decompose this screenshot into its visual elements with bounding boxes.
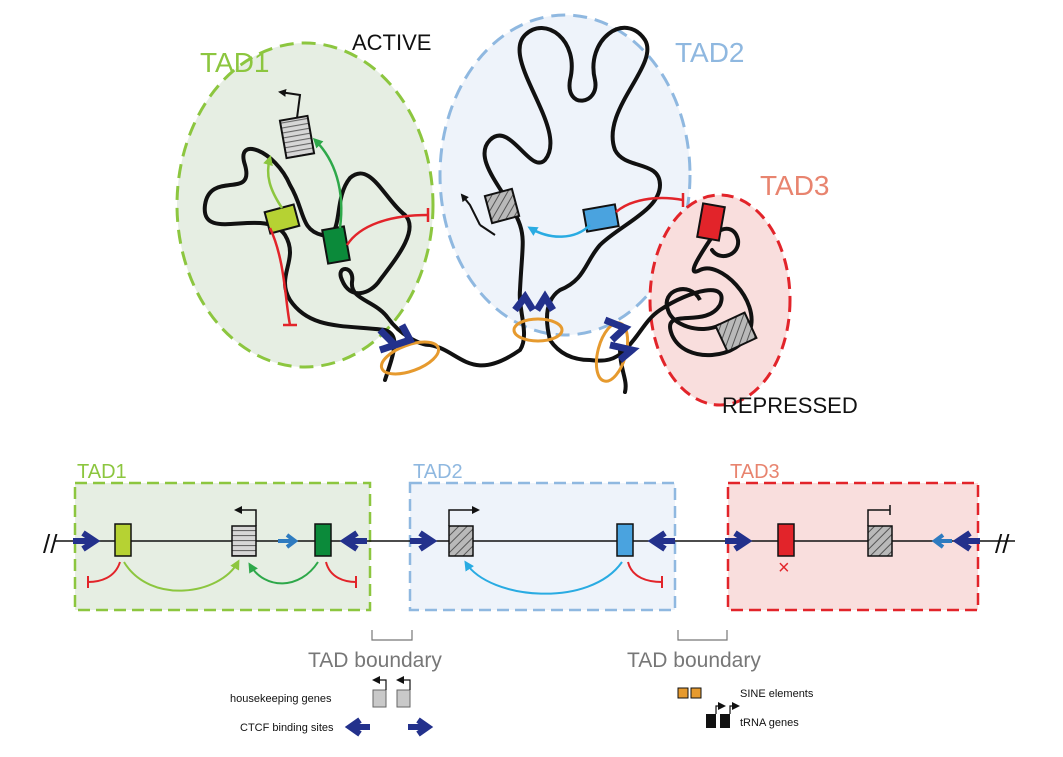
state-repressed-label: REPRESSED	[722, 393, 858, 418]
state-active-label: ACTIVE	[352, 30, 431, 55]
ctcf-right-3	[725, 530, 753, 552]
activation-arrow-lime-3d	[263, 155, 284, 209]
tad3-label-linear: TAD3	[730, 461, 780, 483]
break-symbol-left: //	[43, 529, 58, 559]
activate-arc-green	[248, 561, 319, 585]
enhancer-lime-linear	[114, 523, 132, 557]
tad3d-model: TAD1 ACTIVE TAD2 TAD3 REPRESSED	[175, 13, 858, 418]
legend-sine-label: SINE elements	[740, 688, 814, 700]
ctcf-right-1	[73, 530, 101, 552]
linear-map: TAD1 TAD2 TAD3 // //	[43, 461, 1015, 672]
legend-housekeeping-icon	[372, 676, 411, 708]
enhancer-red-linear	[777, 523, 795, 557]
loop-anchor-middle	[512, 290, 564, 343]
boundary-bracket-right	[677, 630, 728, 641]
break-symbol-right: //	[995, 529, 1010, 559]
tad3-label-3d: TAD3	[760, 170, 830, 201]
activate-arc-blue	[464, 560, 623, 595]
legend-trna-icon	[706, 702, 740, 728]
enhancer-green-3d	[321, 225, 351, 265]
tad2-label-linear: TAD2	[413, 461, 463, 483]
repress-arc-2	[325, 561, 357, 583]
legend-ctcf-label: CTCF binding sites	[240, 722, 334, 734]
boundary-label-left: TAD boundary	[308, 649, 442, 672]
ctcf-left-1	[339, 530, 367, 552]
enhancer-lime-3d	[263, 203, 301, 235]
housekeeping-gene-linear	[231, 506, 257, 557]
ctcf-right-2	[410, 530, 438, 552]
activation-arrow-blue-3d	[527, 224, 591, 238]
enhancer-blue-3d	[582, 203, 620, 233]
loop-anchor-left	[377, 323, 441, 376]
tad2-label-3d: TAD2	[675, 37, 745, 68]
repress-arc-1	[87, 561, 121, 583]
activation-arrow-green-3d	[312, 137, 343, 229]
tad1-domain-3d	[175, 41, 435, 369]
repression-mark: ×	[778, 557, 790, 579]
legend-trna-label: tRNA genes	[740, 717, 799, 729]
enhancer-blue-linear	[616, 523, 634, 557]
legend-sine-icon	[677, 687, 702, 699]
activate-arc-lime	[123, 559, 240, 592]
target-gene-tad2-3d	[460, 187, 521, 236]
repressed-gene-tad3-3d	[714, 311, 758, 353]
boundary-label-right: TAD boundary	[627, 649, 761, 672]
ctcf-left-3	[952, 530, 980, 552]
tad1-label-3d: TAD1	[200, 47, 270, 78]
repression-lines-3d	[268, 193, 685, 327]
tad1-label-linear: TAD1	[77, 461, 127, 483]
repress-arc-3	[627, 561, 663, 583]
ctcf-sites-linear	[73, 530, 980, 552]
chromatin-fiber	[202, 25, 754, 394]
loop-anchor-right	[594, 316, 640, 383]
linear-interactions	[87, 559, 663, 595]
enhancer-red-3d	[696, 202, 726, 242]
housekeeping-gene-tad1-3d	[278, 88, 316, 160]
legend-ctcf-icon	[344, 717, 434, 737]
boundary-bracket-left	[371, 630, 413, 641]
repressed-gene-tad3-linear	[867, 505, 893, 557]
tad3-domain-linear	[726, 481, 980, 612]
ctcf-left-2	[647, 530, 675, 552]
legend-housekeeping-label: housekeeping genes	[230, 693, 332, 705]
legend: housekeeping genes CTCF binding sites SI…	[230, 676, 814, 737]
ctcf-weak-sites	[278, 533, 952, 549]
chromatin-fiber-tad3-loop	[664, 287, 721, 331]
target-gene-tad2-linear	[448, 506, 480, 557]
enhancer-green-linear	[314, 523, 332, 557]
